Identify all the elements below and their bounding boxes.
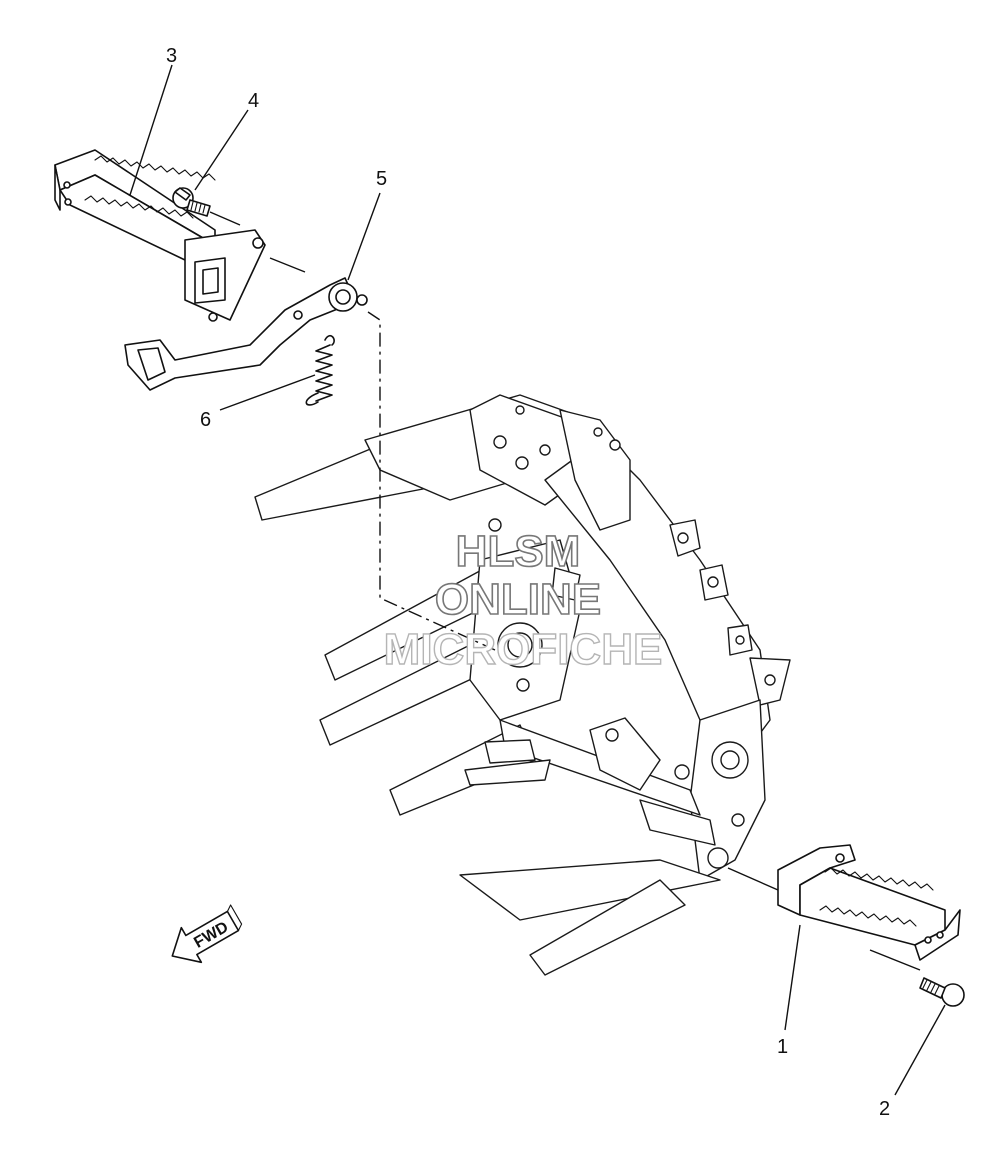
part-1-right-footrest — [727, 844, 961, 971]
watermark: HLSM ONLINE MICROFICHE — [383, 526, 663, 675]
fwd-direction-marker: FWD — [171, 904, 243, 964]
callout-leaders — [129, 64, 946, 1096]
callout-6: 6 — [200, 409, 211, 431]
part-2-bolt — [919, 977, 965, 1007]
callout-numbers: 3 4 5 6 1 2 — [166, 45, 890, 1120]
watermark-line-3: MICROFICHE — [384, 625, 663, 674]
part-6-spring — [305, 335, 335, 406]
frame-assembly — [254, 394, 791, 976]
part-3-left-footrest — [54, 149, 266, 322]
part-5-brake-pedal — [124, 257, 368, 391]
callout-2: 2 — [879, 1098, 890, 1120]
callout-5: 5 — [376, 168, 387, 190]
watermark-line-2: ONLINE — [435, 575, 601, 624]
watermark-line-1: HLSM — [456, 527, 581, 576]
callout-3: 3 — [166, 45, 177, 67]
callout-4: 4 — [248, 90, 259, 112]
part-4-bolt — [172, 187, 241, 226]
callout-1: 1 — [777, 1036, 788, 1058]
